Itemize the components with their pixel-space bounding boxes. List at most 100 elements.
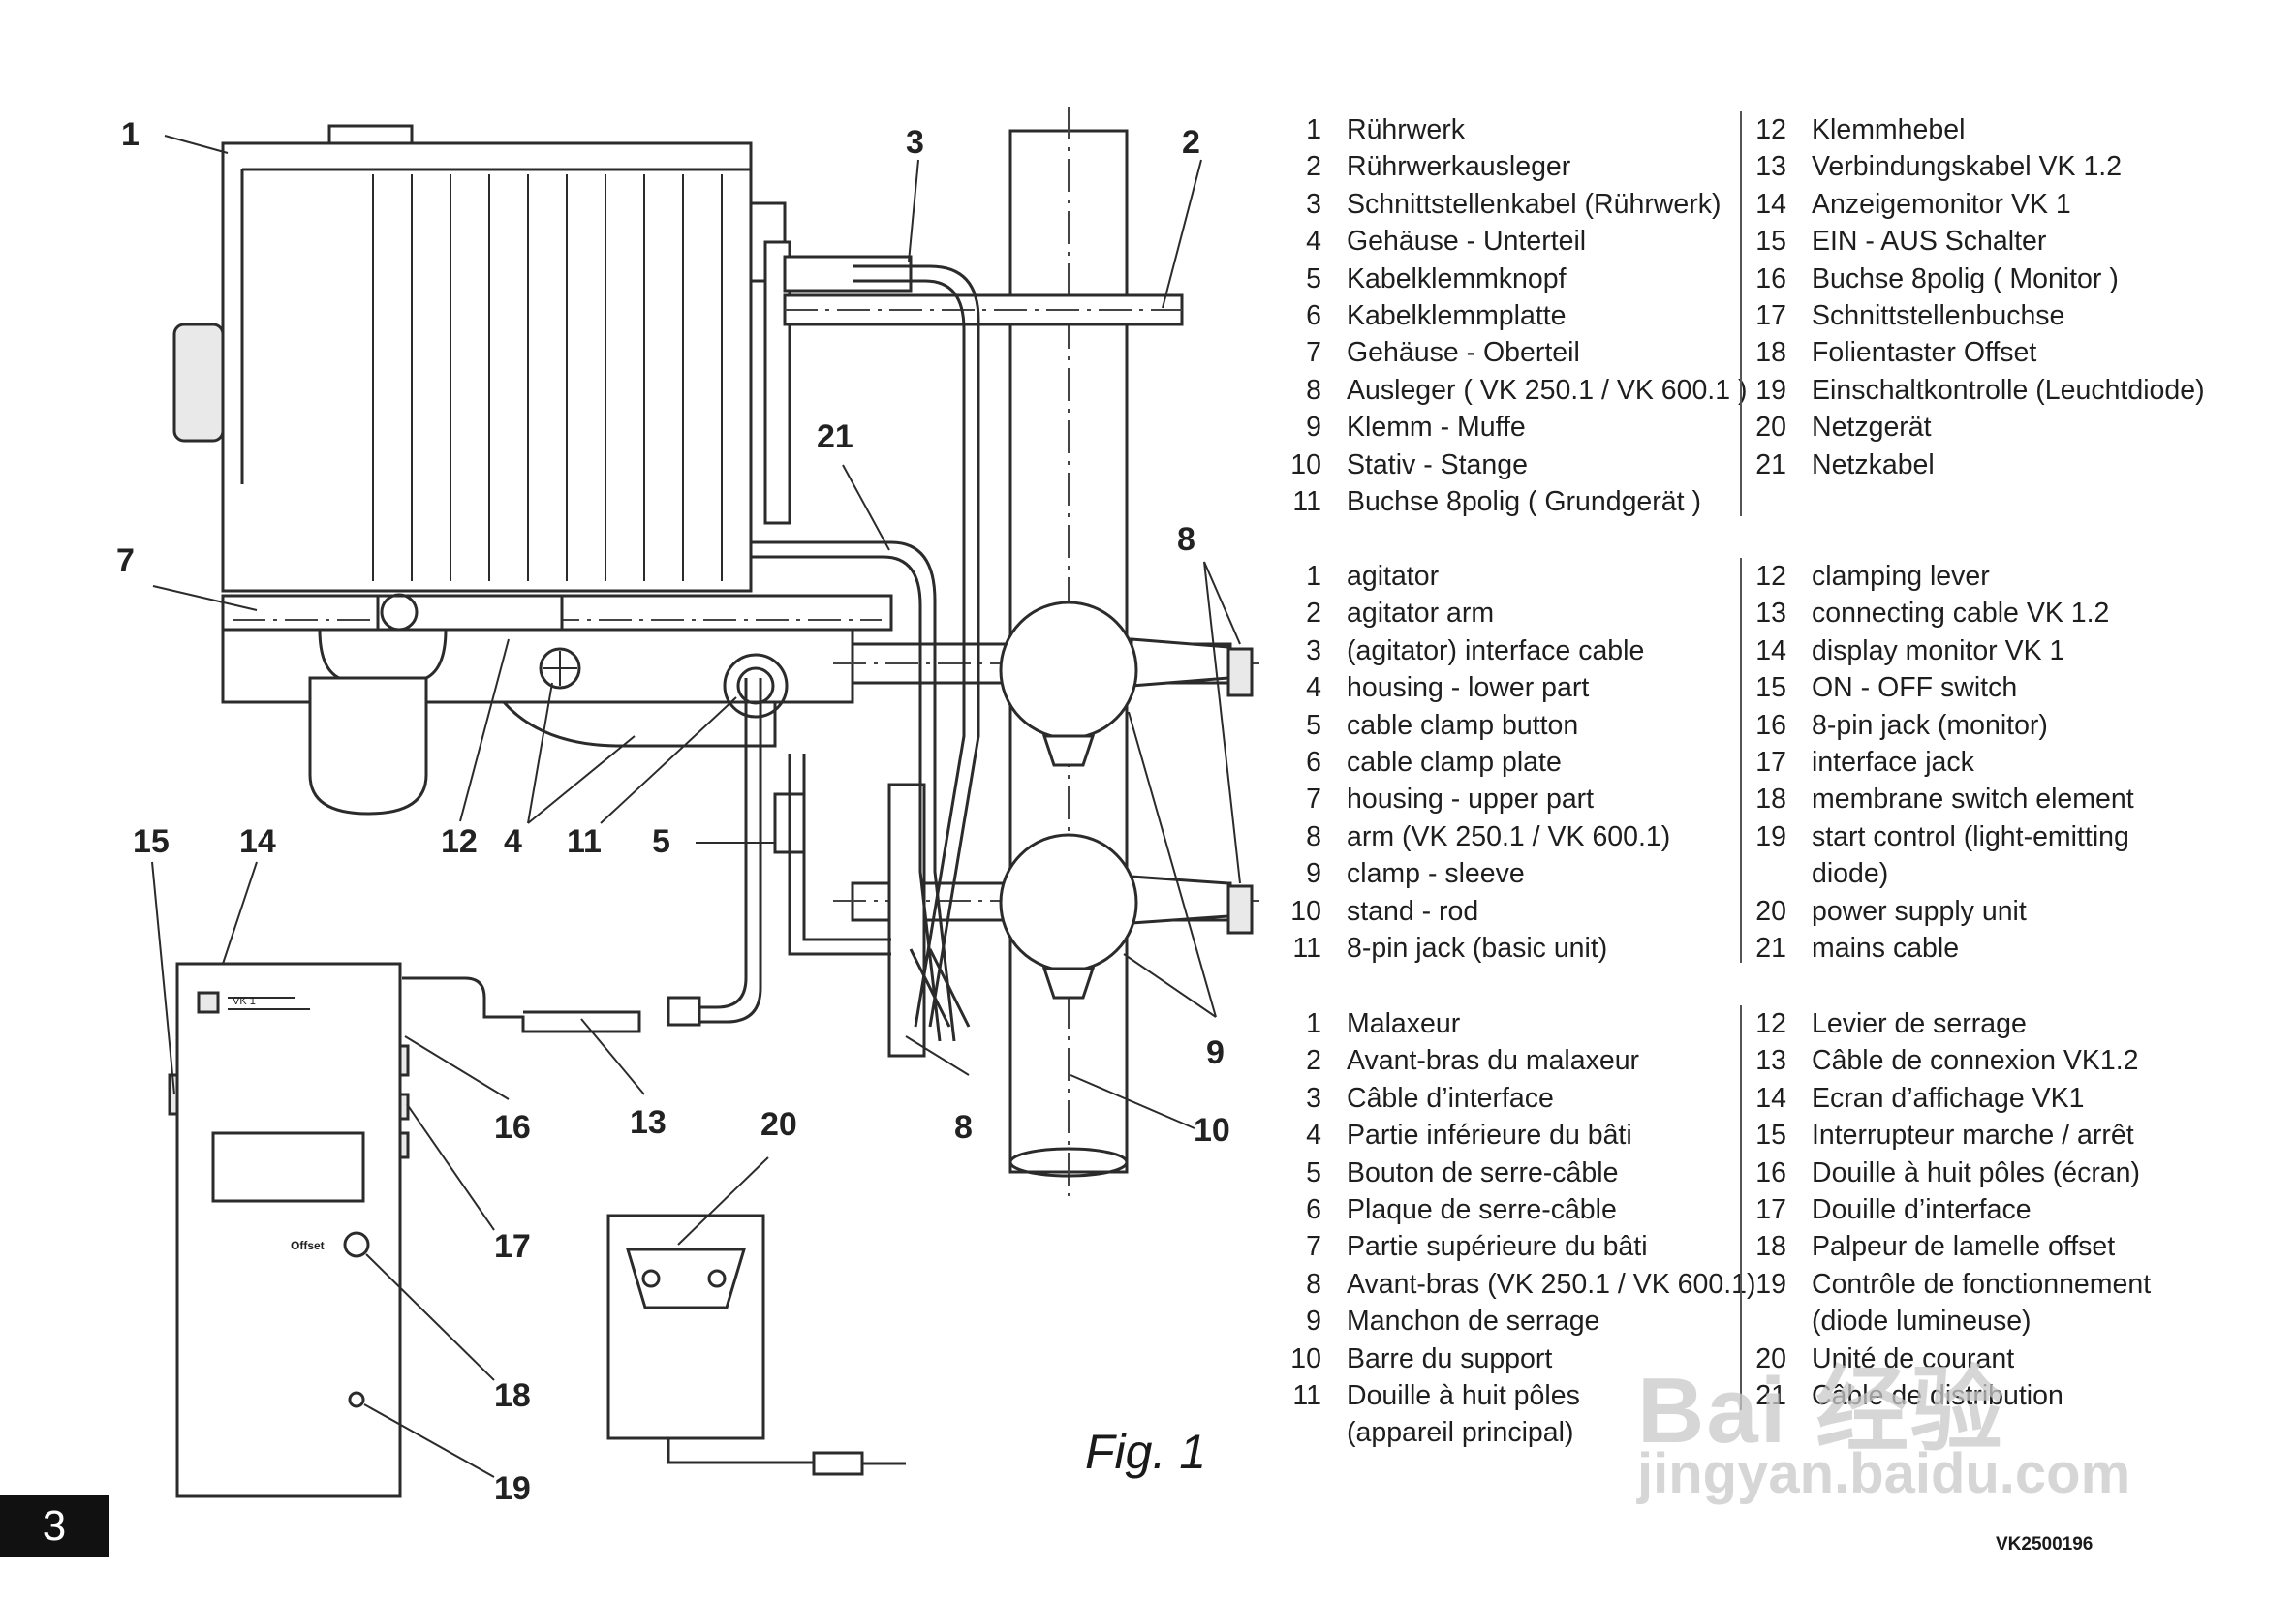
- callout-7: 7: [116, 542, 135, 579]
- callout-5: 5: [652, 823, 670, 860]
- callout-15: 15: [133, 823, 170, 860]
- watermark-brand: Bai 经验: [1637, 1359, 2006, 1463]
- callout-14: 14: [239, 823, 276, 860]
- callout-8-lower: 8: [954, 1109, 973, 1146]
- callout-9: 9: [1206, 1034, 1225, 1071]
- callout-2: 2: [1182, 124, 1200, 161]
- callout-20: 20: [760, 1106, 797, 1143]
- watermark-url: jingyan.baidu.com: [1637, 1442, 2131, 1505]
- power-supply-unit: [606, 1214, 906, 1476]
- offset-button-label: Offset: [291, 1239, 325, 1252]
- callout-13: 13: [630, 1104, 667, 1141]
- callout-21: 21: [817, 418, 853, 455]
- callout-3: 3: [906, 124, 924, 161]
- cable-clamp: [773, 754, 891, 956]
- callout-10: 10: [1194, 1112, 1230, 1149]
- legend-item: (diode lumineuse): [1812, 1306, 2032, 1338]
- agitator-arm: [783, 255, 1184, 326]
- callout-18: 18: [494, 1377, 531, 1414]
- callout-8-upper: 8: [1177, 521, 1195, 558]
- legend-item: 3(agitator) interface cable: [1306, 634, 1645, 666]
- callout-1: 1: [121, 116, 140, 153]
- arm-upper: [833, 601, 1259, 767]
- housing: [221, 593, 893, 816]
- legend-item: (appareil principal): [1347, 1417, 1574, 1449]
- cables: [668, 264, 980, 1042]
- page-number: 3: [0, 1495, 109, 1557]
- figure-caption: Fig. 1: [1085, 1425, 1207, 1479]
- callout-numbers: 1 2 3 7 21 8 9 10 12 4 11 5 15 14 16 13 …: [116, 116, 1230, 1507]
- leader-lines: [151, 135, 1241, 1478]
- legend-divider-english: [1740, 558, 1742, 963]
- callout-12: 12: [441, 823, 478, 860]
- callout-19: 19: [494, 1470, 531, 1507]
- display-monitor: [168, 962, 701, 1498]
- legend-divider-german: [1740, 111, 1742, 516]
- document-code: VK2500196: [1996, 1534, 2094, 1555]
- agitator-body: [172, 124, 791, 593]
